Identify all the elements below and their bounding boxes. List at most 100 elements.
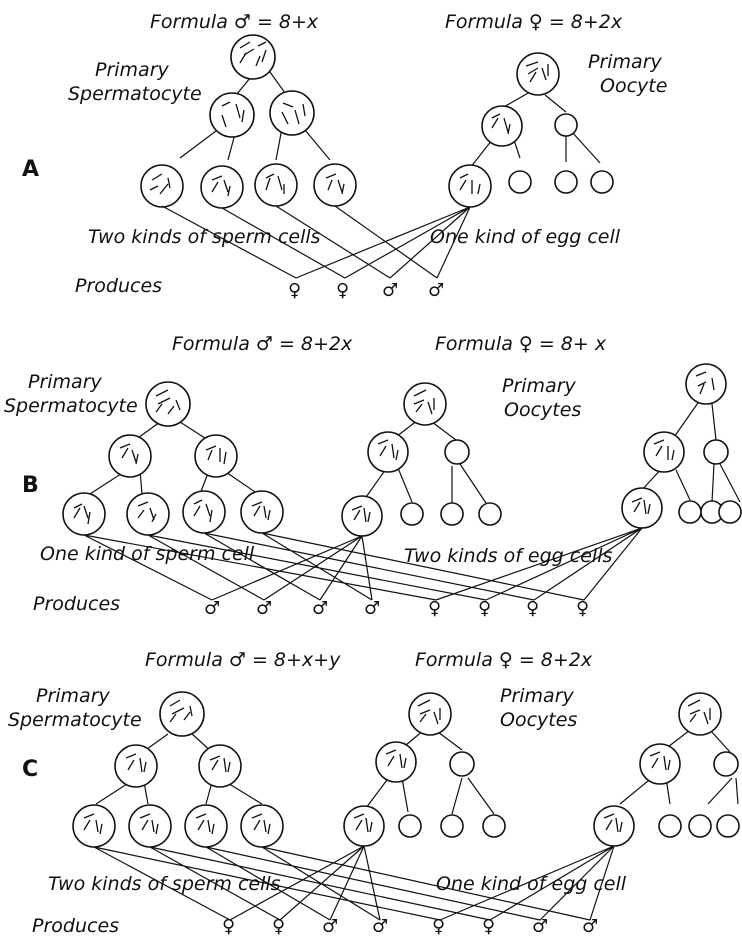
chromosome-set [281, 102, 306, 125]
primary-oocyte-cell [408, 692, 452, 736]
primary-spermatocyte-cell [159, 691, 205, 737]
lineage-line [469, 91, 601, 169]
polar-body [482, 814, 506, 838]
chromosome-set [125, 753, 147, 773]
offspring-symbol: ♀ [478, 598, 491, 619]
chromosome-set [525, 61, 549, 83]
chromosome-set [73, 503, 91, 525]
chromosome-set [209, 755, 231, 773]
chromosome-set [251, 813, 271, 835]
panel-a: A Formula ♂ = 8+x Formula ♀ = 8+2x Prima… [22, 11, 667, 301]
primary-oocytes-label-c-line2: Oocytes [500, 709, 577, 731]
formula-male-a: Formula ♂ = 8+x [150, 11, 319, 33]
lineage-line [89, 399, 741, 507]
offspring-symbol: ♂ [312, 598, 328, 619]
polar-body [554, 113, 578, 137]
chromosome-set [491, 113, 511, 135]
sperm-cell [140, 164, 184, 208]
egg-caption-c: One kind of egg cell [436, 873, 627, 895]
chromosome-set [137, 501, 157, 523]
fertilization-line [83, 527, 643, 601]
offspring-symbol: ♀ [336, 280, 349, 301]
produces-label-b: Produces [33, 593, 120, 615]
lineage-line [179, 71, 331, 161]
chromosome-set [459, 173, 481, 195]
secondary-spermatocyte-cell [209, 92, 255, 138]
fertilization-line [93, 845, 615, 921]
secondary-spermatocyte-cell [108, 434, 152, 478]
offspring-symbol: ♂ [582, 916, 598, 937]
polar-body [398, 814, 422, 838]
offspring-symbol: ♀ [428, 598, 441, 619]
egg-cell [448, 164, 492, 208]
chromosome-set [205, 445, 227, 465]
formula-female-c: Formula ♀ = 8+2x [415, 649, 593, 671]
polar-body [440, 502, 464, 526]
chromosome-set [385, 749, 407, 769]
chromosome-set [139, 813, 159, 835]
offspring-symbol: ♂ [372, 916, 388, 937]
polar-body [678, 500, 702, 524]
polar-body [444, 439, 470, 465]
offspring-symbol: ♂ [428, 280, 444, 301]
sperm-cell [200, 165, 244, 209]
offspring-symbol: ♂ [364, 598, 380, 619]
oocyte-cell [481, 105, 523, 147]
chromosome-set [221, 101, 245, 128]
offspring-symbol: ♀ [526, 598, 539, 619]
secondary-spermatocyte-cell [114, 744, 158, 788]
oocyte-cell [643, 431, 685, 473]
secondary-spermatocyte-cell [198, 744, 242, 788]
chromosome-set [195, 813, 215, 835]
egg-caption-b: Two kinds of egg cells [404, 545, 612, 567]
formula-female-b: Formula ♀ = 8+ x [435, 333, 607, 355]
primary-spermatocyte-label-c-line2: Spermatocyte [8, 709, 142, 731]
chromosome-set [251, 501, 271, 521]
sperm-cell [313, 163, 357, 207]
primary-oocyte-cell [678, 692, 722, 736]
primary-oocytes-label-b-line1: Primary [502, 375, 577, 397]
primary-spermatocyte-label-c-line1: Primary [36, 685, 111, 707]
primary-oocyte-cell [516, 52, 560, 96]
polar-body [478, 502, 502, 526]
polar-body [713, 751, 739, 777]
panel-letter-b: B [22, 473, 39, 498]
offspring-symbol: ♂ [382, 280, 398, 301]
chromosome-set [413, 389, 435, 415]
panel-c: C Formula ♂ = 8+x+y Formula ♀ = 8+2x Pri… [8, 649, 740, 937]
sperm-cell [240, 490, 284, 534]
chromosome-set [211, 175, 231, 197]
sperm-caption-c: Two kinds of sperm cells [48, 873, 281, 895]
sperm-cell [240, 804, 284, 848]
chromosome-set [119, 443, 139, 465]
offspring-symbol: ♂ [204, 598, 220, 619]
polar-body [718, 500, 742, 524]
polar-body [449, 751, 475, 777]
chromosome-set [169, 699, 193, 723]
panel-letter-a: A [22, 157, 39, 182]
formula-male-b: Formula ♂ = 8+2x [172, 333, 353, 355]
egg-cell [593, 805, 635, 847]
formula-male-c: Formula ♂ = 8+x+y [145, 649, 341, 671]
sperm-cell [126, 492, 170, 536]
primary-spermatocyte-label-a-line1: Primary [95, 59, 170, 81]
sperm-cell [128, 804, 172, 848]
primary-oocytes-label-b-line2: Oocytes [504, 399, 581, 421]
primary-spermatocyte-cell [230, 34, 276, 80]
polar-body [554, 170, 578, 194]
oocyte-cell [367, 431, 409, 473]
sperm-cell [182, 490, 226, 534]
sperm-cell [62, 492, 106, 536]
lineage-line [95, 729, 739, 815]
secondary-spermatocyte-cell [194, 434, 238, 478]
offspring-symbol: ♀ [272, 916, 285, 937]
produces-label-c: Produces [32, 915, 119, 937]
chromosome-set [649, 751, 671, 771]
primary-oocytes-label-c-line1: Primary [500, 685, 575, 707]
primary-spermatocyte-label-b-line2: Spermatocyte [4, 395, 138, 417]
chromosome-set [631, 497, 651, 515]
polar-body [508, 170, 532, 194]
offspring-symbol: ♀ [288, 280, 301, 301]
sperm-cell [72, 804, 116, 848]
chromosome-set [193, 499, 213, 523]
